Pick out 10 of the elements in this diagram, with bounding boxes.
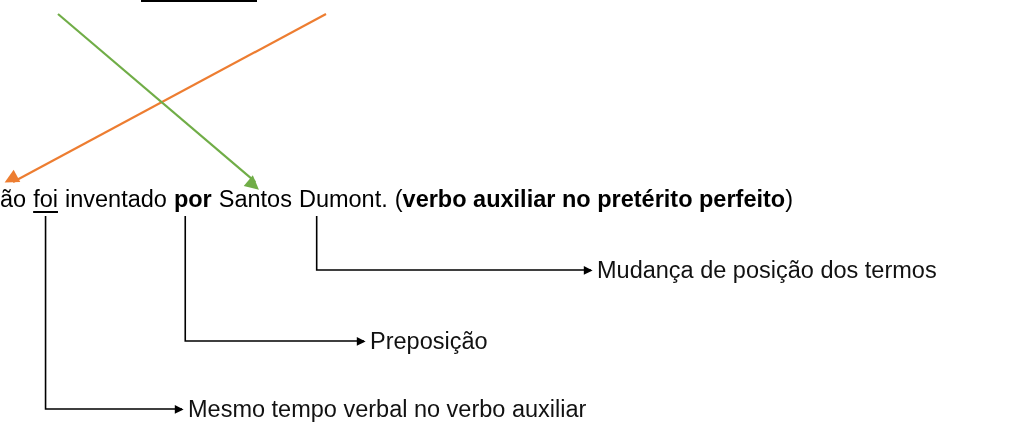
- sentence-text: inventado: [64, 185, 167, 214]
- sentence-word: Santos: [218, 184, 292, 214]
- annotation-text: Mudança de posição dos termos: [597, 255, 937, 285]
- sentence-word: ão: [0, 184, 27, 214]
- annotation-text: Mesmo tempo verbal no verbo auxiliar: [188, 394, 587, 424]
- sentence-word: por: [173, 184, 212, 214]
- sentence-word: foi: [33, 184, 58, 214]
- sentence-text: (verbo auxiliar no pretérito perfeito): [394, 185, 793, 214]
- annotation-text: Preposição: [370, 326, 488, 356]
- sentence-word: Dumont.: [298, 184, 388, 214]
